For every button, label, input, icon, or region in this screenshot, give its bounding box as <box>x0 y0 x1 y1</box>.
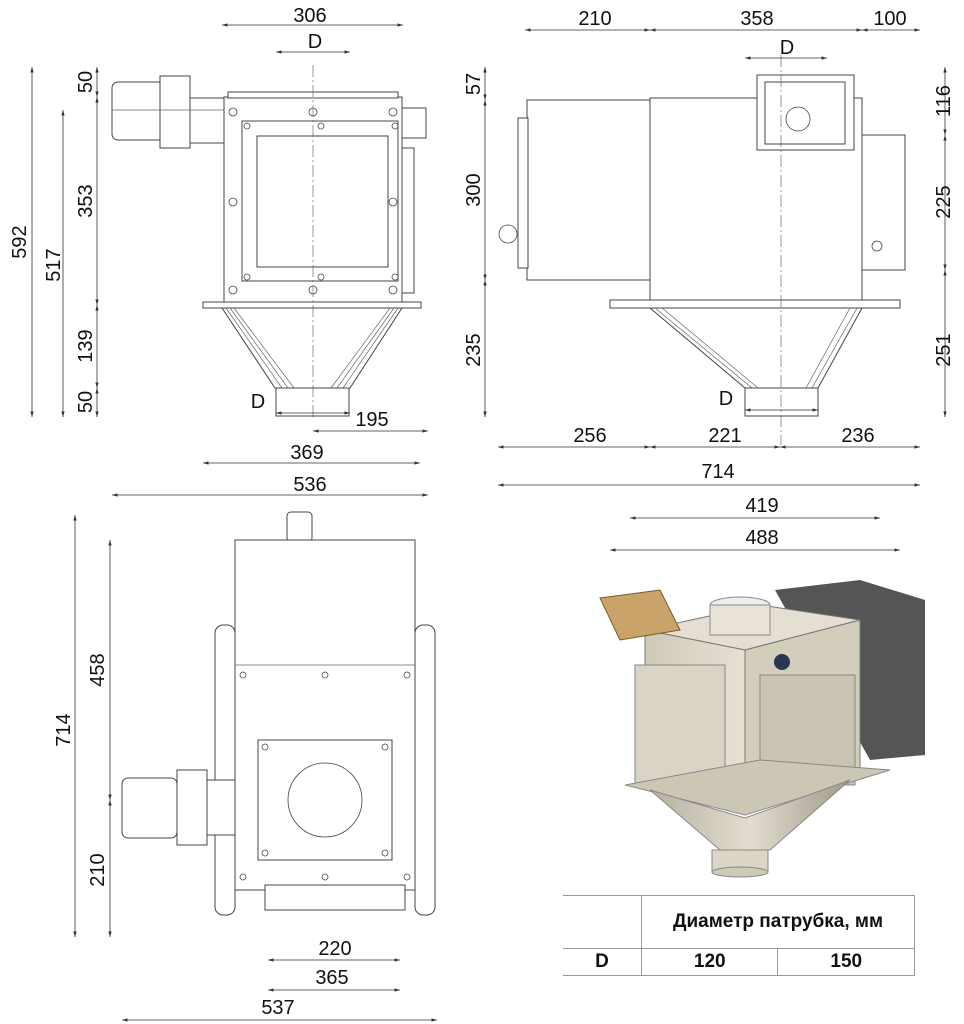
hopper-cone <box>648 307 863 389</box>
dimension-label: D <box>308 31 322 53</box>
dimension-label: 592 <box>9 225 31 258</box>
table-header: Диаметр патрубка, мм <box>641 895 915 949</box>
dimension-label: 235 <box>463 333 485 366</box>
dimension-label: 458 <box>87 653 109 686</box>
dimension-label: D <box>780 37 794 59</box>
inlet-circle <box>287 762 363 838</box>
outlet-pipe <box>275 387 350 417</box>
dimension-label: 210 <box>87 853 109 886</box>
dimension-label: 419 <box>745 495 778 517</box>
dimension-label: 139 <box>75 329 97 362</box>
dimension-label: 488 <box>745 527 778 549</box>
dimension-label: 236 <box>841 425 874 447</box>
dimension-label: 714 <box>53 713 75 746</box>
motor <box>121 769 236 846</box>
dimension-label: 221 <box>708 425 741 447</box>
motor <box>111 75 225 149</box>
dimension-label: 225 <box>933 185 955 218</box>
pipe-diameter-table: Диаметр патрубка, мм D 120 150 <box>563 895 915 976</box>
dimension-label: 251 <box>933 333 955 366</box>
table-row-label: D <box>563 948 642 976</box>
dimension-label: 116 <box>933 85 955 117</box>
dimension-label: 517 <box>43 248 65 281</box>
dimension-label: D <box>719 388 733 410</box>
dimension-label: 100 <box>873 8 906 30</box>
outlet-pipe <box>744 387 819 417</box>
dimension-label: 300 <box>463 173 485 206</box>
dimension-label: 50 <box>75 391 97 413</box>
table-cell-value: 120 <box>640 948 779 976</box>
bottom-view <box>121 511 436 916</box>
dimension-label: 365 <box>315 967 348 989</box>
dimension-label: 220 <box>318 938 351 960</box>
dimension-label: 369 <box>290 442 323 464</box>
dimension-label: 256 <box>573 425 606 447</box>
side-view <box>498 55 906 445</box>
electrical-box <box>526 99 651 281</box>
electrical-box <box>634 664 726 786</box>
front-view <box>111 65 427 420</box>
hopper-cone <box>649 779 851 851</box>
junction-box <box>599 589 681 641</box>
dimension-label: 210 <box>578 8 611 30</box>
base-plate <box>202 301 422 309</box>
bolts <box>239 671 411 881</box>
dimension-label: 50 <box>75 71 97 93</box>
hopper-cone <box>221 307 403 389</box>
dimension-label: 536 <box>293 474 326 496</box>
bolts <box>228 107 399 295</box>
dimension-label: 353 <box>75 184 97 217</box>
isometric-render <box>599 580 925 878</box>
side-door <box>861 134 906 271</box>
table-cell-value: 150 <box>777 948 915 976</box>
base-plate <box>609 299 901 309</box>
dimension-label: D <box>251 391 265 413</box>
dimension-label: 57 <box>463 73 485 95</box>
dimension-label: 358 <box>740 8 773 30</box>
dimension-label: 537 <box>261 997 294 1019</box>
dimension-label: 195 <box>355 409 388 431</box>
table-corner-cell <box>563 895 642 949</box>
dimension-label: 306 <box>293 5 326 27</box>
dimension-label: 714 <box>701 461 734 483</box>
